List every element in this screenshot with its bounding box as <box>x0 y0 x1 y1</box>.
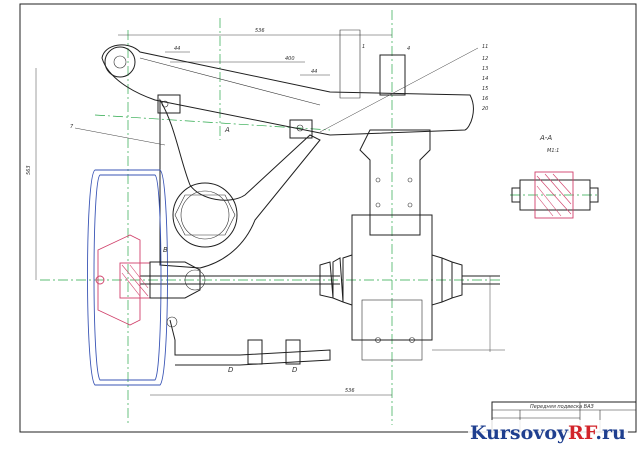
mark-d-left: D <box>228 366 234 374</box>
watermark-part3: .ru <box>595 422 626 444</box>
gearbox-bolt-1 <box>375 337 381 343</box>
section-aa-view <box>511 171 599 219</box>
gearbox-bolt-2 <box>409 337 415 343</box>
gearbox-lower <box>361 299 423 361</box>
section-hatch-3 <box>536 185 562 217</box>
mount-bolt-2 <box>407 177 413 183</box>
section-hatch-5 <box>536 195 554 217</box>
tie-rod-end <box>166 316 178 328</box>
leader-7 <box>74 127 166 146</box>
hub-hatch-1 <box>121 264 149 297</box>
tire-outline <box>87 169 168 386</box>
section-hatch-2 <box>544 173 572 205</box>
outer-cv-joint <box>149 261 201 299</box>
brake-hub-hex <box>174 194 236 236</box>
strut-rod <box>339 29 361 99</box>
upper-arm-pivot-inner <box>113 55 127 69</box>
tire-inner <box>93 174 162 381</box>
callout-5: 16 <box>482 96 488 102</box>
dim-44b-label: 44 <box>311 69 317 75</box>
watermark-part2: RF <box>568 422 596 444</box>
dim-bottom-label: 536 <box>345 388 355 394</box>
callout-3: 14 <box>482 76 488 82</box>
callout-1: 12 <box>482 56 488 62</box>
callout-2: 13 <box>482 66 488 72</box>
leader-callouts <box>319 47 479 133</box>
hub-nut <box>95 275 105 285</box>
section-aa-title: A-A <box>539 134 552 142</box>
mark-d-right: D <box>292 366 298 374</box>
mount-bolt-3 <box>375 202 381 208</box>
section-aa-bolt-right <box>589 187 599 203</box>
dim-top-label: 536 <box>255 28 265 34</box>
callout-6: 20 <box>482 106 488 112</box>
hub-hatch-2 <box>129 264 149 289</box>
callout-0: 11 <box>482 44 488 50</box>
dim-left-label: 563 <box>26 165 32 175</box>
watermark: KursovoyRF.ru <box>468 420 628 446</box>
steering-knuckle <box>159 98 321 269</box>
tie-rod-clamp-left <box>247 339 263 365</box>
tie-rod-clamp-right <box>285 339 301 365</box>
brake-disc-inner <box>180 190 230 240</box>
section-aa-core <box>534 171 574 219</box>
tie-rod <box>169 319 331 366</box>
section-hatch-1 <box>536 175 572 215</box>
strut-top <box>379 54 406 96</box>
part-4-label: 4 <box>407 46 410 52</box>
part-1-label: 1 <box>362 44 365 50</box>
section-aa-bolt-left <box>511 187 521 203</box>
title-block-name: Передняя подвеска ВАЗ <box>530 404 594 410</box>
upper-arm-rib <box>139 57 321 106</box>
section-hatch-4 <box>552 173 572 195</box>
cv-boot-inner <box>319 254 353 306</box>
callout-4: 15 <box>482 86 488 92</box>
cv-boot-outer <box>431 254 463 306</box>
watermark-part1: Kursovoy <box>470 422 569 444</box>
upper-arm <box>101 44 474 136</box>
mount-bolt-1 <box>375 177 381 183</box>
body-mount <box>359 129 431 236</box>
brake-disc-outer <box>172 182 238 248</box>
hub-hatch-3 <box>121 272 141 297</box>
section-aa-scale: M1:1 <box>547 148 559 154</box>
bracket-right <box>289 119 313 139</box>
part-7-label: 7 <box>70 124 74 130</box>
mark-a: A <box>224 126 230 134</box>
bracket-left <box>157 94 181 114</box>
mark-b: B <box>163 246 168 254</box>
bracket-right-bolt <box>296 124 304 132</box>
dim-400-label: 400 <box>285 56 295 62</box>
mount-bolt-4 <box>407 202 413 208</box>
callout-column: 11 12 13 14 15 16 20 <box>482 44 488 112</box>
dim-44a-label: 44 <box>174 46 180 52</box>
hub-section <box>97 234 141 326</box>
ball-joint <box>184 269 206 291</box>
drawing-frame <box>19 3 637 433</box>
upper-arm-pivot-outer <box>104 46 136 78</box>
axis-upper-arm <box>94 114 331 131</box>
